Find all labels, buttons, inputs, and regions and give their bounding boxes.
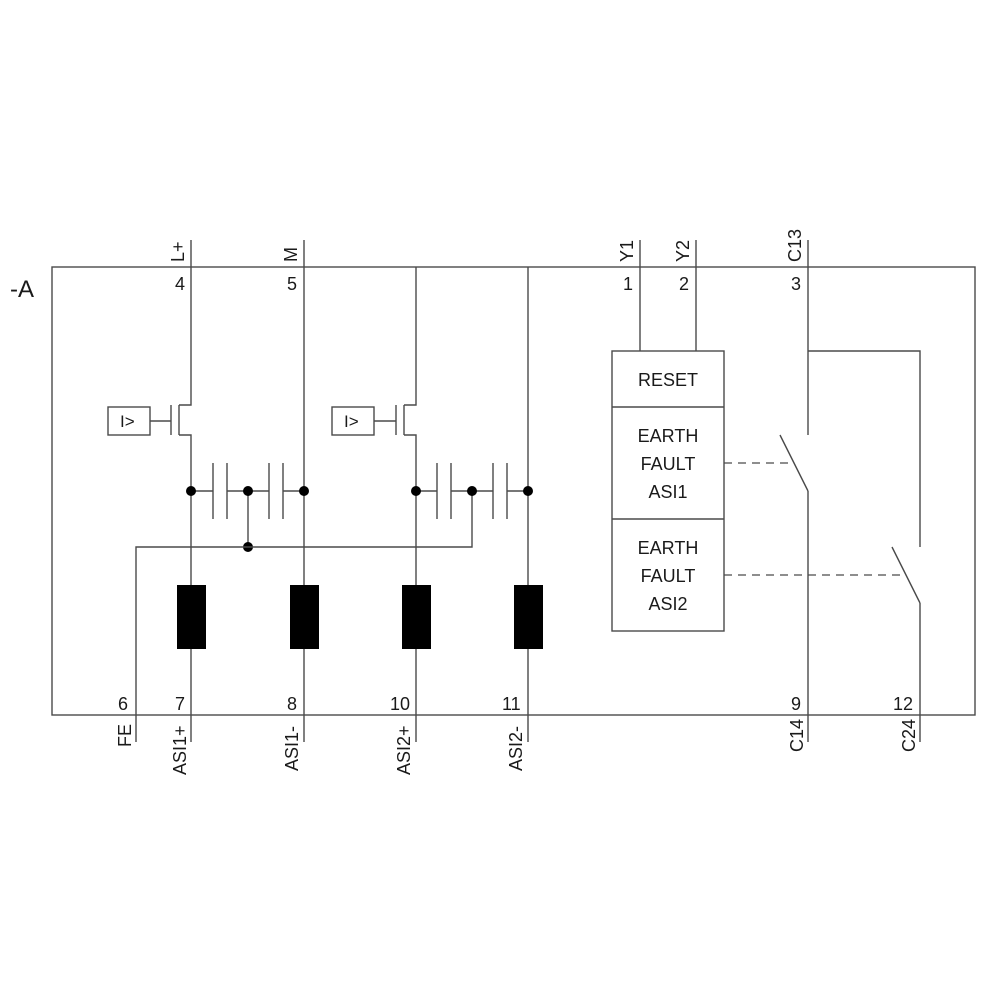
terminal-number: 11	[502, 694, 521, 714]
terminal-label: L+	[168, 241, 188, 262]
terminal-number: 9	[791, 694, 801, 714]
terminal-label: ASI1+	[170, 725, 190, 775]
terminal-asi1-plus: 7 ASI1+	[170, 694, 192, 775]
terminal-label: M	[281, 247, 301, 262]
earth-fault-asi2-line1: EARTH	[638, 538, 699, 558]
terminal-label: ASI1-	[282, 726, 302, 771]
coil-asi1-minus	[290, 585, 319, 649]
terminal-m: M 5	[281, 240, 305, 294]
current-sensor-symbol: I>	[344, 412, 359, 431]
asi2-channel: I>	[331, 267, 543, 715]
earth-fault-asi2-line2: FAULT	[641, 566, 696, 586]
terminal-label: Y1	[617, 240, 637, 262]
current-sensor-symbol: I>	[120, 412, 135, 431]
terminal-label: C14	[787, 719, 807, 752]
terminal-y2: Y2 2	[673, 240, 697, 294]
terminal-asi2-plus: 10 ASI2+	[390, 694, 417, 775]
terminal-number: 1	[623, 274, 633, 294]
terminal-label: FE	[115, 724, 135, 747]
terminal-label: C24	[899, 719, 919, 752]
device-enclosure	[51, 266, 976, 716]
terminal-number: 5	[287, 274, 297, 294]
earth-fault-asi1-line1: EARTH	[638, 426, 699, 446]
terminal-number: 4	[175, 274, 185, 294]
earth-fault-asi2-line3: ASI2	[648, 594, 687, 614]
reset-label: RESET	[638, 370, 698, 390]
capacitor-pair-asi2	[411, 463, 533, 519]
capacitor-pair-asi1	[186, 463, 309, 552]
terminal-label: ASI2-	[506, 726, 526, 771]
coil-asi2-minus	[514, 585, 543, 649]
terminal-number: 6	[118, 694, 128, 714]
device-tag: -A	[10, 276, 34, 303]
terminal-number: 7	[175, 694, 185, 714]
coil-asi1-plus	[177, 585, 206, 649]
terminal-c24: 12 C24	[893, 694, 919, 752]
terminal-c14: 9 C14	[787, 694, 807, 752]
terminal-label: Y2	[673, 240, 693, 262]
terminal-number: 10	[390, 694, 410, 714]
terminal-l-plus: L+ 4	[168, 240, 192, 294]
terminal-number: 8	[287, 694, 297, 714]
terminal-fe: 6 FE	[115, 694, 135, 747]
relay-contact-asi2	[724, 350, 921, 742]
function-block: RESET EARTH FAULT ASI1 EARTH FAULT ASI2	[611, 267, 725, 632]
terminal-number: 2	[679, 274, 689, 294]
earth-fault-asi1-line3: ASI1	[648, 482, 687, 502]
coil-asi2-plus	[402, 585, 431, 649]
relay-contact-asi1	[724, 267, 809, 742]
terminal-asi2-minus: 11 ASI2-	[502, 694, 529, 771]
terminal-y1: Y1 1	[617, 240, 641, 294]
current-sensor-asi1: I>	[107, 406, 151, 436]
terminal-label: ASI2+	[394, 725, 414, 775]
terminal-c13: C13 3	[785, 229, 809, 294]
terminal-number: 3	[791, 274, 801, 294]
terminal-label: C13	[785, 229, 805, 262]
current-sensor-asi2: I>	[331, 406, 375, 436]
earth-fault-asi1-line2: FAULT	[641, 454, 696, 474]
terminal-asi1-minus: 8 ASI1-	[282, 694, 305, 771]
terminal-number: 12	[893, 694, 913, 714]
asi1-channel: I>	[107, 267, 319, 715]
fe-bus	[135, 491, 473, 742]
